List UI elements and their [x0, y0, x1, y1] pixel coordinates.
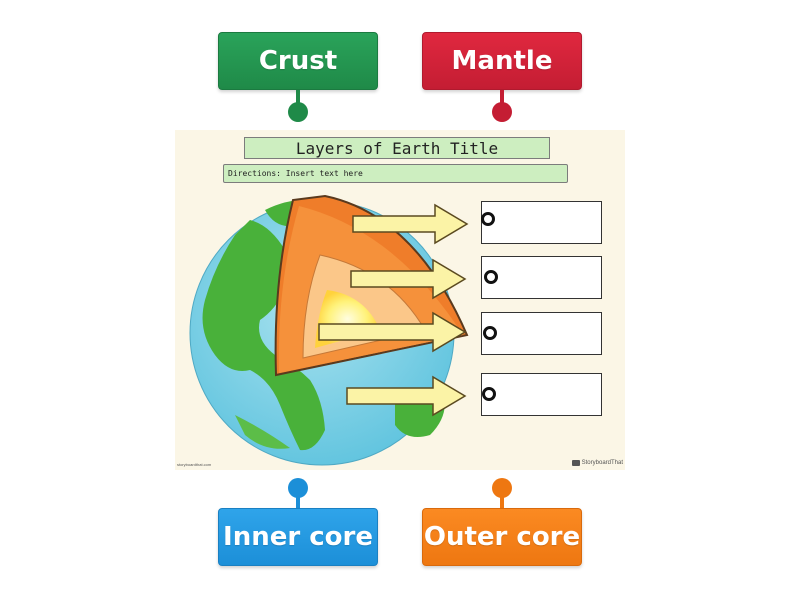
continent-left	[202, 220, 325, 451]
crust-label-tile[interactable]: Crust	[218, 32, 378, 90]
outer-core-label-tile[interactable]: Outer core	[422, 508, 582, 566]
answer-box-4[interactable]	[481, 373, 602, 416]
crust-pin-dot[interactable]	[288, 102, 308, 122]
worksheet-title: Layers of Earth Title	[244, 137, 550, 159]
answer-box-3[interactable]	[481, 312, 602, 355]
crust-label-text: Crust	[258, 46, 338, 76]
drop-target-1[interactable]	[481, 212, 495, 226]
mantle-pin-stem	[500, 90, 504, 106]
crust-pin-stem	[296, 90, 300, 106]
earth-layers-worksheet: Layers of Earth Title Directions: Insert…	[175, 130, 625, 470]
worksheet-directions: Directions: Insert text here	[223, 164, 568, 183]
inner-core-pin-stem	[296, 492, 300, 508]
worksheet-footer-left: storyboardthat.com	[177, 462, 212, 467]
inner-core-pin-dot[interactable]	[288, 478, 308, 498]
outer-core-pin-dot[interactable]	[492, 478, 512, 498]
arrow-3	[318, 311, 467, 353]
outer-core-pin-stem	[500, 492, 504, 508]
storyboard-logo-icon	[571, 460, 580, 466]
drop-target-3[interactable]	[483, 326, 497, 340]
outer-core-label-text: Outer core	[423, 522, 581, 552]
arrow-2	[350, 258, 467, 300]
inner-core-label-text: Inner core	[223, 522, 373, 552]
arrow-1	[352, 203, 469, 245]
worksheet-footer-right: StoryboardThat	[571, 460, 623, 466]
earth-illustration	[189, 194, 469, 466]
mantle-pin-dot[interactable]	[492, 102, 512, 122]
continent-bottom	[235, 415, 290, 449]
arrow-4	[346, 375, 467, 417]
drop-target-4[interactable]	[482, 387, 496, 401]
drop-target-2[interactable]	[484, 270, 498, 284]
mantle-label-text: Mantle	[451, 46, 553, 76]
answer-box-2[interactable]	[481, 256, 602, 299]
mantle-label-tile[interactable]: Mantle	[422, 32, 582, 90]
inner-core-label-tile[interactable]: Inner core	[218, 508, 378, 566]
answer-box-1[interactable]	[481, 201, 602, 244]
worksheet-footer-right-text: StoryboardThat	[581, 460, 623, 466]
